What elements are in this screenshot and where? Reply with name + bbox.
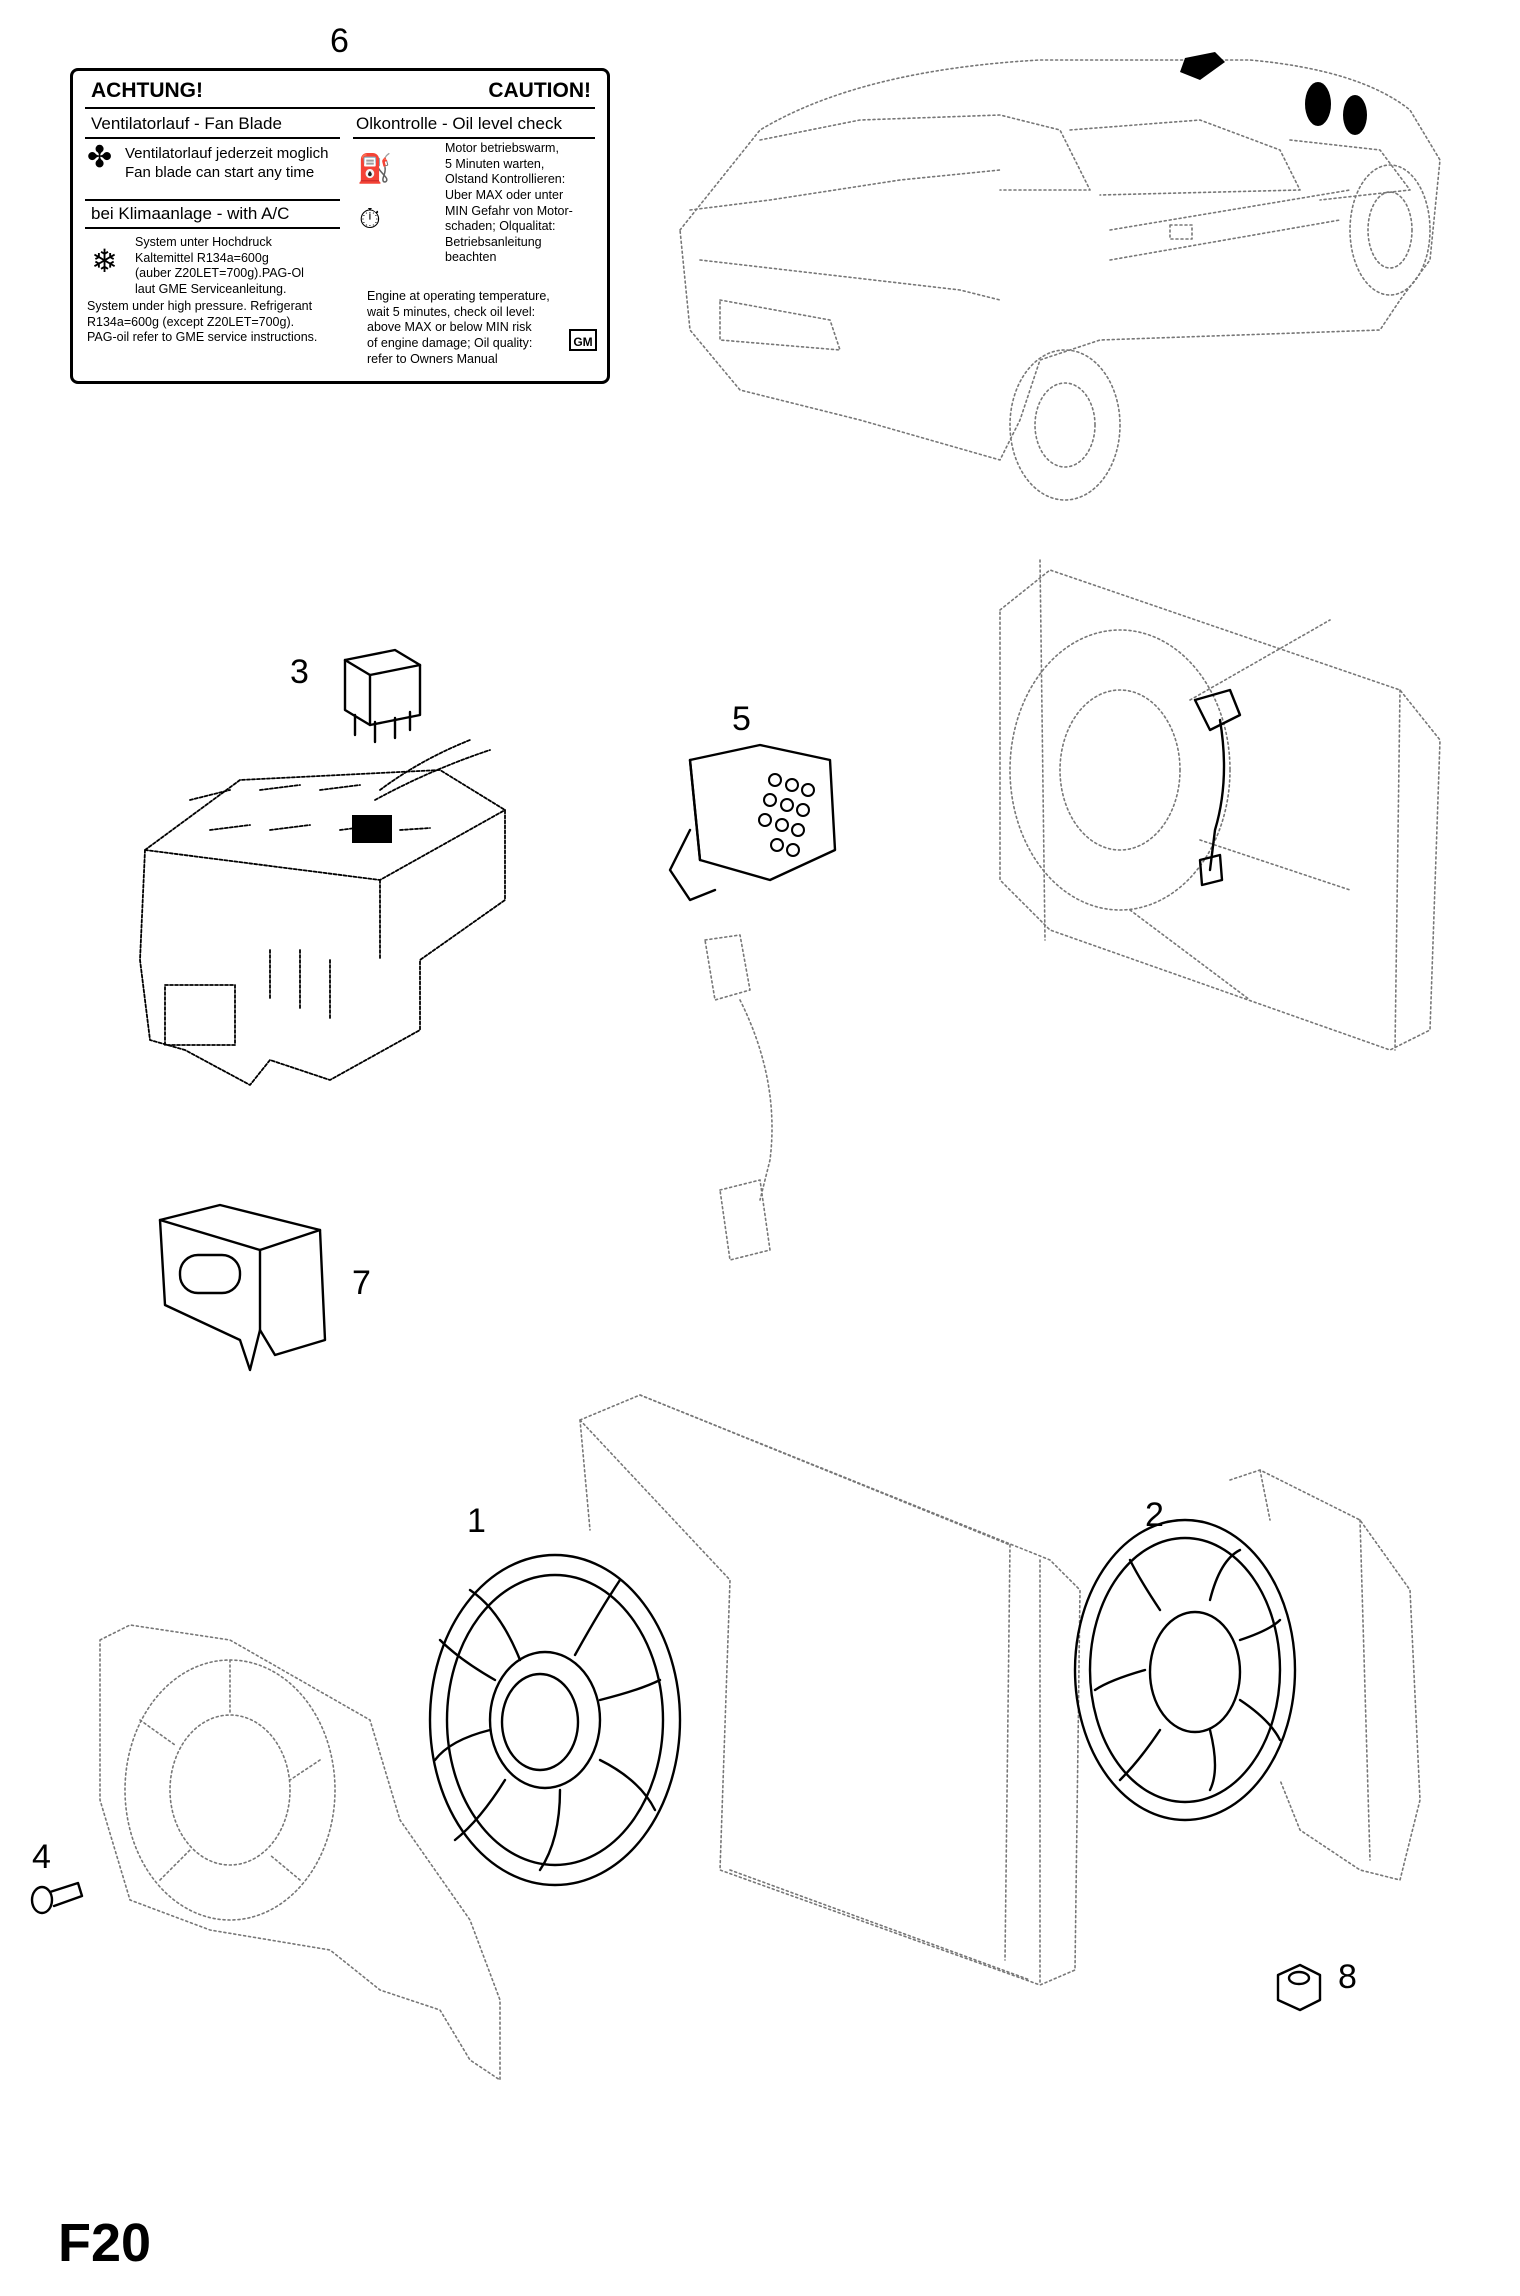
- fan-icon: ✤: [87, 141, 113, 174]
- page-code: F20: [58, 2213, 152, 2273]
- callout-3: 3: [290, 653, 309, 691]
- callout-4: 4: [32, 1838, 51, 1876]
- fan-2-part: [1073, 1518, 1297, 1822]
- radiator-fan-module-illustration: [999, 559, 1441, 1051]
- ac-header: bei Klimaanlage - with A/C: [91, 204, 290, 223]
- relay-part: [343, 648, 422, 744]
- resistor-part: [668, 743, 837, 1261]
- snowflake-icon: ❄: [91, 243, 118, 279]
- shroud-right-part: [1229, 1469, 1421, 1881]
- clip-part: [158, 1203, 327, 1372]
- fuse-box-part: [139, 739, 506, 1086]
- car-illustration: [679, 52, 1441, 501]
- fan-warning-text: Ventilatorlauf jederzeit moglich Fan bla…: [125, 145, 329, 181]
- callout-1: 1: [467, 1502, 486, 1540]
- callout-2: 2: [1145, 1496, 1164, 1534]
- nut-part: [1276, 1963, 1322, 2012]
- ac-text-english: System under high pressure. Refrigerant …: [87, 299, 318, 345]
- caution-label: ACHTUNG! CAUTION! Ventilatorlauf - Fan B…: [70, 68, 610, 384]
- fan-blade-header: Ventilatorlauf - Fan Blade: [91, 114, 282, 133]
- bolt-part: [30, 1881, 84, 1915]
- callout-5: 5: [732, 700, 751, 738]
- oil-level-header: Olkontrolle - Oil level check: [356, 114, 562, 133]
- callout-8: 8: [1338, 1958, 1357, 1996]
- oil-text-german: Motor betriebswarm, 5 Minuten warten, Ol…: [445, 141, 573, 265]
- caution-heading: CAUTION!: [488, 79, 591, 102]
- radiator-part: [579, 1394, 1081, 1986]
- gm-logo: GM: [569, 329, 597, 351]
- oil-can-icon: ⛽: [357, 153, 392, 184]
- callout-7: 7: [352, 1264, 371, 1302]
- achtung-heading: ACHTUNG!: [91, 79, 203, 102]
- ac-text-german: System unter Hochdruck Kaltemittel R134a…: [135, 235, 304, 296]
- fan-1-part: [428, 1553, 682, 1887]
- stopwatch-icon: ⏱: [359, 203, 381, 234]
- shroud-left-part: [99, 1624, 501, 2081]
- oil-text-english: Engine at operating temperature, wait 5 …: [367, 289, 550, 366]
- callout-6: 6: [330, 22, 349, 60]
